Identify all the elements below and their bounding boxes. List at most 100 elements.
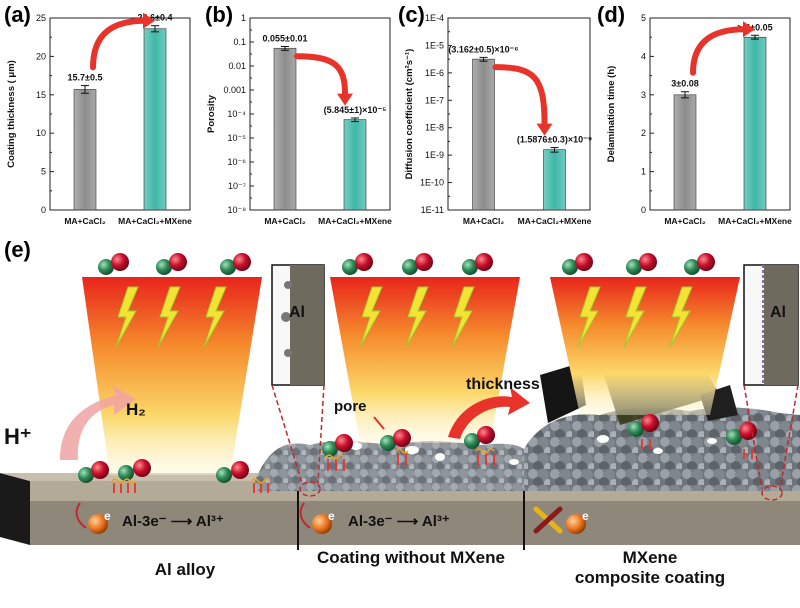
y-tick-label: 10⁻⁸ (227, 205, 246, 215)
data-label: > 4±0.05 (737, 22, 772, 32)
pore (435, 453, 445, 461)
x-tick-label: MA+CaCl₂+MXene (518, 216, 592, 226)
y-tick-label: 1E-11 (421, 205, 444, 215)
electron-label: e (328, 509, 335, 523)
substrate-left-face (0, 473, 30, 545)
y-tick-label: 3 (641, 90, 646, 100)
trend-arrow (690, 26, 748, 76)
y-tick-label: 5 (641, 13, 646, 23)
stage-label-mxene: MXene (622, 548, 678, 567)
y-tick-label: 15 (36, 90, 46, 100)
plot-frame (649, 17, 791, 211)
y-tick-label: 1E-6 (425, 68, 444, 78)
data-label: (1.5876±0.3)×10⁻⁹ (517, 135, 592, 145)
pore (597, 435, 609, 443)
data-label: 23.6±0.4 (138, 13, 173, 23)
composite-coating-layer (524, 407, 800, 491)
data-label: 0.055±0.01 (263, 33, 308, 43)
bar (273, 47, 297, 211)
corrosion-schematic (0, 253, 800, 550)
pore (653, 448, 663, 454)
bar (543, 149, 566, 211)
ion-molecules-top (98, 253, 715, 275)
bar (743, 36, 767, 211)
electron-label: e (582, 509, 589, 523)
panel-letter-e: (e) (4, 237, 31, 262)
bar (673, 94, 697, 211)
trend-arrow (492, 64, 548, 127)
electron-icon (88, 514, 586, 534)
data-label: (5.845±1)×10⁻⁵ (324, 105, 387, 115)
inset-al-right (743, 264, 799, 386)
bar (73, 89, 97, 211)
y-tick-label: 1E-8 (425, 123, 444, 133)
data-label: 15.7±0.5 (68, 73, 103, 83)
y-tick-label: 1 (241, 13, 246, 23)
blocked-cross-icon (533, 506, 563, 534)
stage-label-al-alloy: Al alloy (154, 560, 216, 579)
stage-label-composite: composite coating (574, 568, 726, 587)
bar (472, 58, 495, 211)
y-tick-label: 1E-5 (425, 40, 444, 50)
panel-letter-a: (a) (4, 2, 31, 27)
trend-arrow (294, 53, 348, 97)
y-tick-label: 10⁻⁵ (228, 133, 247, 143)
electron-path-arrow (75, 502, 311, 529)
y-tick-label: 10⁻⁶ (228, 157, 247, 167)
y-tick-label: 1E-7 (425, 95, 444, 105)
y-tick-label: 0.1 (233, 37, 246, 47)
trend-arrowhead (536, 123, 553, 136)
panel-letter-b: (b) (205, 2, 234, 27)
chart-c: 1E-111E-101E-91E-81E-71E-61E-51E-4Diffus… (404, 13, 592, 226)
x-tick-label: MA+CaCl₂ (264, 216, 306, 226)
trend-arrowhead (337, 93, 353, 106)
chart-b: 10⁻⁸10⁻⁷10⁻⁶10⁻⁵10⁻⁴0.0010.010.11Porosit… (206, 13, 392, 226)
y-tick-label: 0 (641, 205, 646, 215)
porous-coating-layer (255, 441, 524, 491)
bar (143, 28, 167, 211)
thickness-label: thickness (466, 376, 540, 393)
y-tick-label: 5 (41, 167, 46, 177)
y-axis-label: Delamination time (h) (606, 66, 617, 163)
y-axis-label: Diffusion coefficient (cm²s⁻¹) (404, 49, 415, 180)
y-tick-label: 4 (641, 51, 646, 61)
y-tick-label: 25 (36, 13, 46, 23)
pore (707, 438, 717, 444)
x-tick-label: MA+CaCl₂+MXene (318, 216, 392, 226)
panel-letter-d: (d) (597, 2, 626, 27)
y-tick-label: 20 (36, 51, 46, 61)
electron-label: e (104, 509, 111, 523)
x-tick-label: MA+CaCl₂+MXene (718, 216, 792, 226)
inset-al-left (271, 264, 325, 386)
y-tick-label: 1E-4 (425, 13, 444, 23)
y-tick-label: 10⁻⁴ (227, 109, 246, 119)
bar (343, 119, 367, 211)
trend-arrow (90, 17, 148, 71)
corrosion-beam (330, 277, 520, 443)
hydrogen-label: H₂ (126, 400, 146, 419)
y-tick-label: 2 (641, 128, 646, 138)
thickness-arrow (448, 387, 530, 439)
x-tick-label: MA+CaCl₂ (664, 216, 706, 226)
ion-penetration-arrows (113, 439, 753, 493)
y-axis-label: Porosity (206, 94, 217, 133)
inset-al-label: Al (289, 304, 305, 321)
y-tick-label: 10⁻⁷ (228, 181, 246, 191)
pore (405, 446, 419, 454)
y-tick-label: 1E-9 (425, 150, 444, 160)
pore-pointer (373, 416, 385, 430)
panel-letter-c: (c) (398, 2, 425, 27)
x-tick-label: MA+CaCl₂ (463, 216, 505, 226)
y-axis-label: Coating thickness ( μm) (6, 60, 17, 168)
trend-arrowhead (743, 21, 755, 38)
reaction-equation-base: Al-3e⁻ ⟶ Al³⁺ (122, 513, 224, 530)
x-tick-label: MA+CaCl₂+MXene (118, 216, 192, 226)
stage-label-no-mxene: Coating without MXene (317, 548, 505, 567)
pore-label: pore (334, 398, 367, 415)
y-tick-label: 0 (41, 205, 46, 215)
reaction-equation-coating: Al-3e⁻ ⟶ Al³⁺ (348, 513, 450, 530)
y-tick-label: 1 (641, 167, 646, 177)
data-label: (3.162±0.5)×10⁻⁶ (448, 44, 518, 54)
